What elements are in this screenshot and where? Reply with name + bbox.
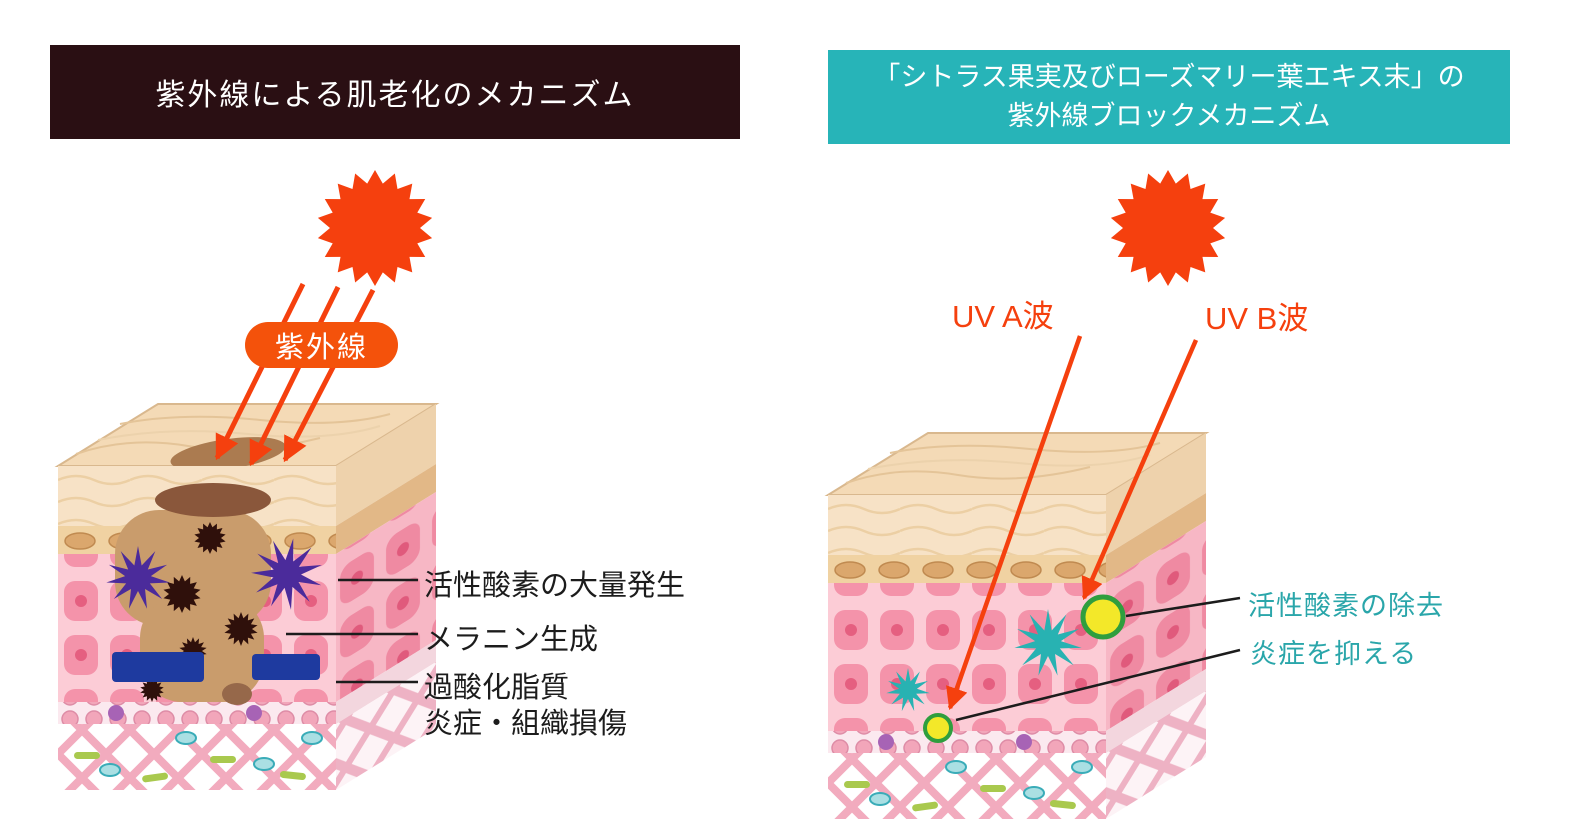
label-remove-reactive-oxygen: 活性酸素の除去 <box>1248 591 1444 621</box>
melanin-particle-icon <box>140 678 164 702</box>
left-title-text: 紫外線による肌老化のメカニズム <box>155 79 635 112</box>
sun-icon <box>317 170 433 286</box>
basal-layer <box>58 702 336 724</box>
label-melanin: メラニン生成 <box>424 624 599 656</box>
left-panel-title: 紫外線による肌老化のメカニズム <box>50 45 740 139</box>
dermis-layer <box>58 724 336 790</box>
label-inflammation-damage: 炎症・組織損傷 <box>424 708 628 740</box>
lipid-peroxide-bar-icon <box>252 654 320 680</box>
uv-a-label: UV A波 <box>952 299 1054 334</box>
uv-a-arrow-icon <box>946 335 1083 711</box>
reactive-oxygen-burst-icon <box>251 538 322 610</box>
melanin-cloud <box>115 510 271 626</box>
uv-b-label: UV B波 <box>1205 301 1309 336</box>
label-reactive-oxygen: 活性酸素の大量発生 <box>424 570 686 602</box>
skin-illustration-left <box>54 403 440 790</box>
label-lipid-peroxide: 過酸化脂質 <box>424 672 570 704</box>
uv-b-arrow-icon <box>1081 339 1199 601</box>
sun-icon <box>1110 170 1226 286</box>
melanin-particle-icon <box>224 612 258 646</box>
basal-layer <box>828 731 1106 753</box>
melanin-particle-icon <box>194 522 226 554</box>
antioxidant-burst-icon <box>1014 609 1082 676</box>
melanin-particle-icon <box>163 575 201 613</box>
antioxidant-burst-icon <box>886 668 930 712</box>
label-pointer-lines <box>286 578 1241 722</box>
antioxidant-circle-icon <box>1080 594 1126 640</box>
label-suppress-inflammation: 炎症を抑える <box>1250 639 1418 669</box>
reactive-oxygen-burst-icon <box>106 546 170 609</box>
dermis-layer <box>828 753 1106 819</box>
uv-ray-badge: 紫外線 <box>245 322 398 368</box>
right-title-line2: 紫外線ブロックメカニズム <box>1007 101 1331 131</box>
right-panel-title: 「シトラス果実及びローズマリー葉エキス末」の 紫外線ブロックメカニズム <box>828 50 1510 144</box>
skin-illustration-right <box>824 432 1210 819</box>
uv-arrow-icon-group-left <box>214 282 376 467</box>
antioxidant-circle-icon <box>923 713 953 743</box>
right-title-line1: 「シトラス果実及びローズマリー葉エキス末」の <box>873 61 1465 92</box>
lipid-peroxide-bar-icon <box>112 652 204 682</box>
